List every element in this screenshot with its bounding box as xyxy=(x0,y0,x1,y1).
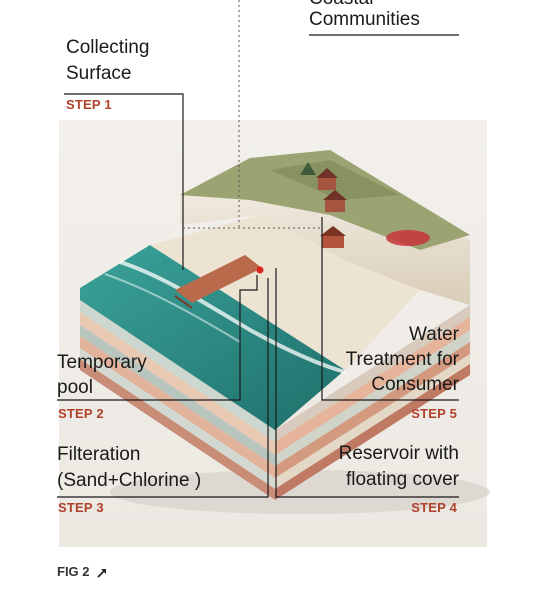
figure-caption: FIG 2 xyxy=(57,564,108,579)
label-reservoir: Reservoir with xyxy=(338,443,459,464)
label-treatment-for: Treatment for xyxy=(345,349,459,370)
flower-patch xyxy=(386,230,430,246)
houses xyxy=(300,162,347,248)
arrow-up-right-icon xyxy=(97,568,107,578)
label-communities: Communities xyxy=(309,9,420,30)
leader-lines xyxy=(57,34,459,498)
block-shadow xyxy=(110,470,490,514)
step-4-label: STEP 4 xyxy=(411,500,457,515)
soil-strata-right xyxy=(275,305,470,500)
collecting-deck xyxy=(175,255,262,303)
label-water: Water xyxy=(409,324,459,345)
label-temporary: Temporary xyxy=(57,352,147,373)
step-2-label: STEP 2 xyxy=(58,406,104,421)
beach xyxy=(150,215,420,370)
label-surface: Surface xyxy=(66,63,132,84)
label-sand-chlorine: (Sand+Chlorine ) xyxy=(57,470,202,491)
figure-label: FIG 2 xyxy=(57,564,90,579)
label-pool: pool xyxy=(57,377,93,398)
step-3-label: STEP 3 xyxy=(58,500,104,515)
waves xyxy=(119,260,346,374)
label-coastal: Coastal xyxy=(309,0,373,12)
label-floating-cover: floating cover xyxy=(345,469,459,490)
dotted-guides xyxy=(183,0,322,229)
label-collecting: Collecting xyxy=(66,37,150,58)
label-consumer: Consumer xyxy=(371,374,459,395)
label-filtration: Filteration xyxy=(57,444,141,465)
soil-strata-left xyxy=(80,300,275,500)
step-5-label: STEP 5 xyxy=(411,406,457,421)
step-1-label: STEP 1 xyxy=(66,97,112,112)
marker-dot xyxy=(256,266,264,274)
